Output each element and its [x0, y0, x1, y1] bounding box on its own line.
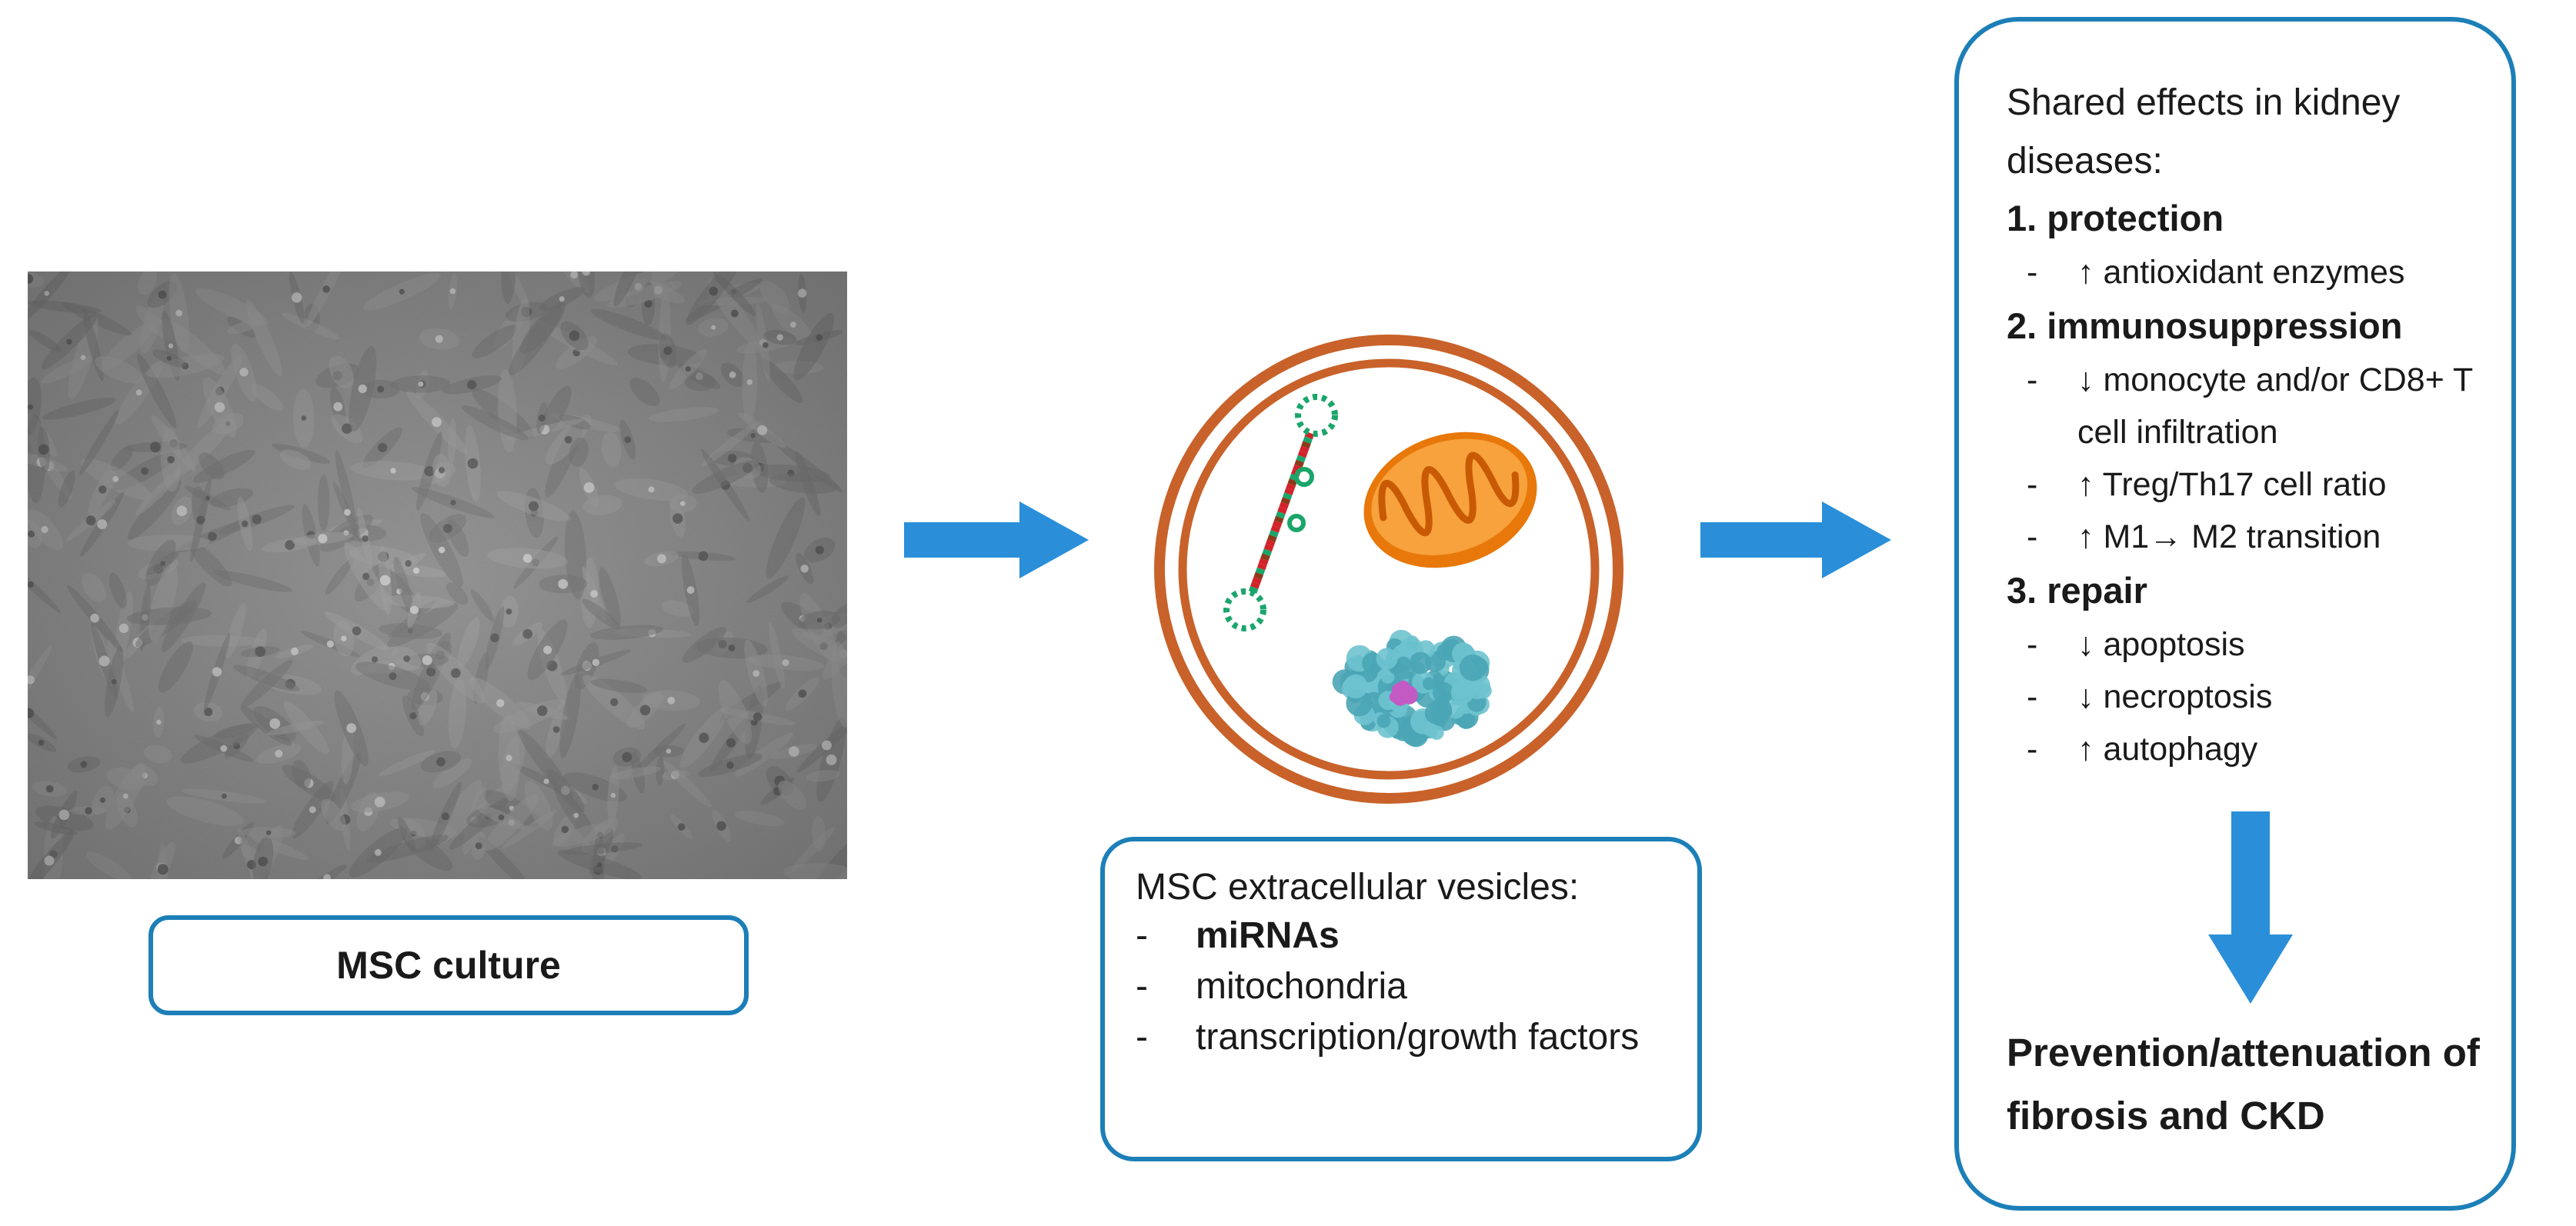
- arrow-right-icon: [904, 501, 1089, 578]
- effect-item: - ↓ necroptosis: [2027, 678, 2273, 715]
- mirna-icon: [1223, 394, 1338, 631]
- ev-item-factors: - transcription/growth factors: [1136, 1017, 1640, 1058]
- mitochondrion-icon: [1363, 431, 1537, 568]
- kidney-effects-box: Shared effects in kidney diseases: 1. pr…: [1954, 17, 2516, 1211]
- effects-heading: Shared effects in kidney diseases:: [2007, 82, 2401, 182]
- ev-item-mitochondria: - mitochondria: [1136, 966, 1407, 1007]
- ev-item-mirnas: - miRNAs: [1136, 915, 1340, 956]
- extracellular-vesicles-box: MSC extracellular vesicles: - miRNAs - m…: [1100, 837, 1702, 1161]
- section-repair-title: 3. repair: [2007, 570, 2147, 611]
- section-protection-title: 1. protection: [2007, 198, 2224, 238]
- arrow-right-icon: [1700, 501, 1891, 578]
- protein-icon: [1332, 629, 1492, 748]
- arrow-down-icon: [2208, 811, 2293, 1004]
- effect-item: - ↑ M1→ M2 transition: [2027, 518, 2381, 555]
- msc-culture-label: MSC culture: [336, 944, 561, 987]
- extracellular-vesicle-illustration: [1154, 335, 1623, 804]
- msc-culture-micrograph: [28, 272, 847, 879]
- outcome-label: Prevention/attenuation of fibrosis and C…: [2007, 1031, 2480, 1138]
- msc-culture-caption-box: MSC culture: [148, 915, 749, 1015]
- vesicle-inner-membrane: [1178, 358, 1600, 780]
- effect-item: - ↑ Treg/Th17 cell ratio: [2027, 466, 2387, 503]
- effect-item: - ↑ autophagy: [2027, 731, 2258, 768]
- ev-title: MSC extracellular vesicles:: [1136, 867, 1580, 908]
- vesicle-outer-membrane: [1154, 335, 1623, 804]
- effect-item: - ↑ antioxidant enzymes: [2027, 254, 2405, 291]
- effect-item: - ↓ apoptosis: [2027, 626, 2245, 663]
- section-immunosuppression-title: 2. immunosuppression: [2007, 305, 2403, 346]
- effect-item: - ↓ monocyte and/or CD8+ T cell infiltra…: [2027, 361, 2473, 451]
